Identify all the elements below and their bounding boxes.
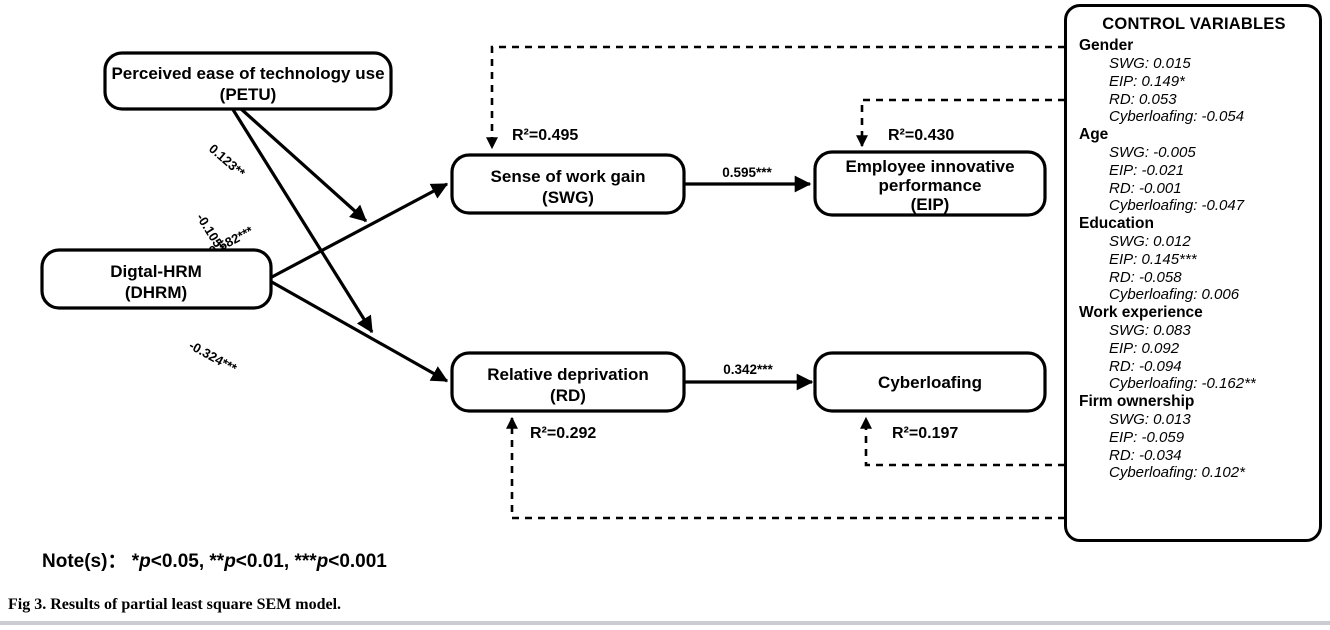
coef-petu-swg: 0.123**	[206, 141, 249, 181]
control-group-name: Work experience	[1079, 304, 1203, 322]
control-group-value: Cyberloafing: -0.162**	[1109, 375, 1256, 393]
path-petu-to-rd	[230, 107, 374, 334]
coef-dhrm-rd: -0.324***	[187, 338, 241, 377]
control-group-value: SWG: 0.015	[1109, 55, 1191, 73]
node-swg-line2: (SWG)	[542, 188, 594, 207]
path-petu-to-swg	[238, 106, 368, 223]
node-rd-line1: Relative deprivation	[487, 365, 649, 384]
control-group-value: EIP: 0.149*	[1109, 72, 1185, 90]
control-group-value: RD: -0.058	[1109, 268, 1182, 286]
control-group-value: EIP: -0.059	[1109, 429, 1185, 447]
dashed-link-controls-to-swg	[486, 45, 1065, 150]
control-group-value: Cyberloafing: -0.054	[1109, 108, 1245, 126]
control-group-value: EIP: -0.021	[1109, 162, 1185, 179]
node-dhrm[interactable]: Digtal-HRM (DHRM)	[40, 248, 273, 310]
node-cyberloafing-label: Cyberloafing	[878, 373, 982, 392]
control-group-value: SWG: 0.083	[1109, 322, 1191, 340]
rsq-eip: R²=0.430	[888, 127, 954, 144]
path-dhrm-to-rd	[269, 279, 449, 383]
node-petu-line1: Perceived ease of technology use	[111, 64, 384, 83]
note-item: ***p<0.001	[294, 551, 387, 572]
control-group-value: RD: -0.094	[1109, 357, 1182, 375]
node-swg-line1: Sense of work gain	[491, 167, 646, 186]
node-eip-line1: Employee innovative	[845, 157, 1014, 176]
node-eip-line2: performance	[879, 176, 982, 195]
control-group-value: EIP: 0.092	[1109, 340, 1180, 358]
control-group-value: Cyberloafing: -0.047	[1109, 197, 1245, 215]
control-group-value: RD: -0.001	[1109, 179, 1182, 197]
control-group-name: Firm ownership	[1079, 393, 1195, 411]
control-group-value: SWG: -0.005	[1109, 144, 1196, 162]
path-dhrm-to-swg	[269, 182, 449, 280]
node-cyberloafing[interactable]: Cyberloafing	[813, 351, 1047, 413]
node-swg[interactable]: Sense of work gain (SWG)	[450, 153, 686, 215]
rsq-cyberloafing: R²=0.197	[892, 425, 958, 442]
control-group-value: Cyberloafing: 0.102*	[1109, 464, 1245, 482]
control-group-value: RD: 0.053	[1109, 90, 1177, 108]
note-label: Note(s)：	[42, 551, 127, 572]
node-dhrm-line1: Digtal-HRM	[110, 262, 202, 281]
node-petu-line2: (PETU)	[220, 85, 277, 104]
dashed-link-controls-to-cyberloafing	[860, 416, 1065, 467]
note-item: **p<0.01,	[209, 551, 290, 572]
control-group-name: Education	[1079, 215, 1154, 233]
footer-rule	[0, 621, 1330, 625]
node-petu[interactable]: Perceived ease of technology use (PETU)	[103, 51, 393, 111]
coef-swg-eip: 0.595***	[722, 165, 772, 180]
node-eip-line3: (EIP)	[911, 195, 950, 214]
figure-caption: Fig 3. Results of partial least square S…	[8, 596, 342, 613]
node-rd[interactable]: Relative deprivation (RD)	[450, 351, 686, 413]
dashed-link-controls-to-rd	[506, 416, 1065, 520]
note-items: *p<0.05, **p<0.01, ***p<0.001	[132, 551, 387, 572]
rsq-rd: R²=0.292	[530, 425, 596, 442]
coef-rd-cyberloafing: 0.342***	[723, 362, 773, 377]
note-item: *p<0.05,	[131, 551, 205, 572]
control-group-value: SWG: 0.013	[1109, 411, 1191, 429]
control-group-value: Cyberloafing: 0.006	[1109, 286, 1240, 304]
significance-note: Note(s)： *p<0.05, **p<0.01, ***p<0.001	[42, 546, 387, 573]
control-group-name: Gender	[1079, 37, 1134, 54]
node-eip[interactable]: Employee innovative performance (EIP)	[813, 150, 1047, 217]
control-group-value: RD: -0.034	[1109, 446, 1182, 464]
dashed-link-controls-to-eip	[856, 98, 1065, 148]
control-group-value: SWG: 0.012	[1109, 233, 1191, 251]
control-group-name: Age	[1079, 126, 1109, 144]
node-dhrm-line2: (DHRM)	[125, 283, 187, 302]
node-rd-line2: (RD)	[550, 386, 586, 405]
control-variables-title: CONTROL VARIABLES	[1102, 15, 1286, 33]
control-group-value: EIP: 0.145***	[1109, 251, 1197, 269]
rsq-swg: R²=0.495	[512, 127, 578, 144]
